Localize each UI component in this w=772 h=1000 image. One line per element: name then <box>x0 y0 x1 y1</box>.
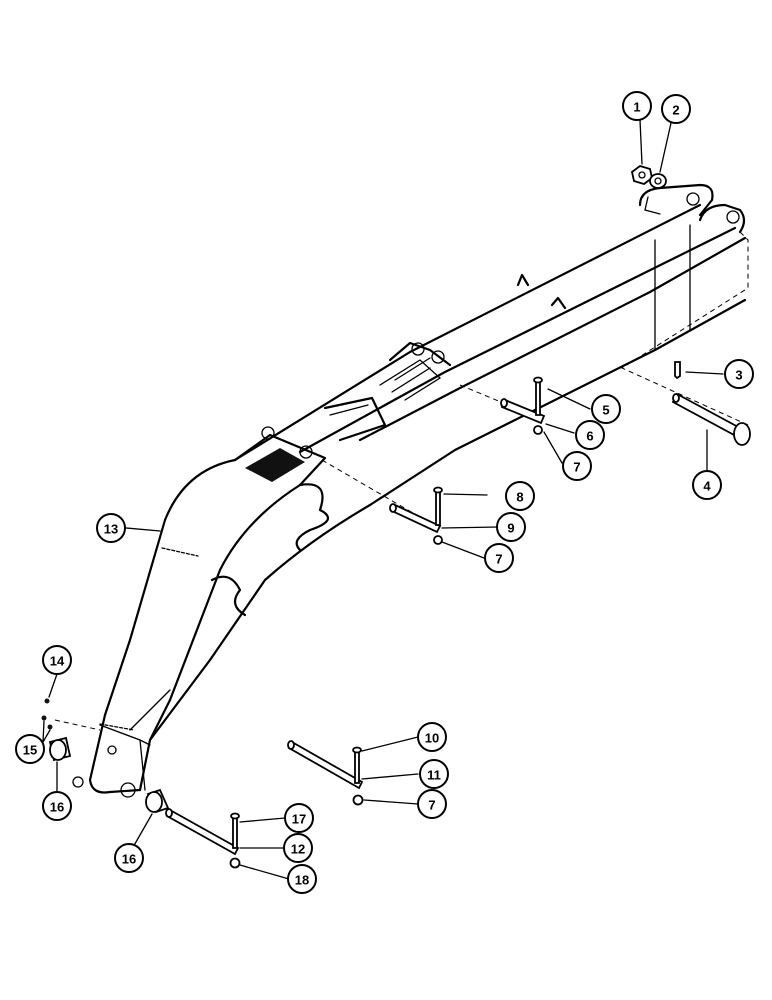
callout-label: 8 <box>516 490 523 505</box>
callout-5: 5 <box>591 394 621 424</box>
dipper-arm <box>72 183 747 798</box>
callout-3: 3 <box>724 359 754 389</box>
callout-circle <box>417 722 447 752</box>
nut-part-18 <box>229 857 241 869</box>
callout-9: 9 <box>496 512 526 542</box>
callout-circle <box>724 359 754 389</box>
callout-2: 2 <box>661 94 691 124</box>
callout-circle <box>96 513 126 543</box>
callout-label: 16 <box>122 852 136 867</box>
callout-10: 10 <box>417 722 447 752</box>
bushing-part-16b <box>145 788 170 814</box>
callout-16: 16 <box>42 791 72 821</box>
callout-circle <box>287 864 317 894</box>
callout-label: 4 <box>703 479 711 494</box>
pin-part-4 <box>671 392 751 446</box>
callout-label: 5 <box>602 403 609 418</box>
nut-part-7b <box>433 535 443 545</box>
leader-lines <box>42 119 724 880</box>
callout-circle <box>42 645 72 675</box>
callout-label: 7 <box>573 460 580 475</box>
fitting-part-14 <box>44 698 50 704</box>
callout-label: 11 <box>427 768 441 783</box>
nut-part-1 <box>630 165 654 185</box>
callout-label: 1 <box>633 100 640 115</box>
callout-label: 12 <box>291 842 305 857</box>
callout-circle <box>417 789 447 819</box>
callout-label: 7 <box>495 552 502 567</box>
callout-circle <box>283 833 313 863</box>
callout-label: 15 <box>23 743 37 758</box>
callout-circle <box>484 543 514 573</box>
callout-label: 13 <box>104 522 118 537</box>
callout-label: 2 <box>672 103 679 118</box>
callout-circle <box>505 481 535 511</box>
fitting-part-15b <box>47 724 53 730</box>
callout-label: 16 <box>50 800 64 815</box>
callout-label: 9 <box>507 521 514 536</box>
callout-circle <box>15 734 45 764</box>
callout-circle <box>575 420 605 450</box>
callout-circle <box>284 803 314 833</box>
callout-12: 12 <box>283 833 313 863</box>
callout-circle <box>496 512 526 542</box>
callout-1: 1 <box>622 91 652 121</box>
callout-label: 10 <box>425 731 439 746</box>
nut-part-6 <box>533 425 543 435</box>
pin-part-9 <box>389 486 443 534</box>
nut-part-7c <box>352 794 364 806</box>
alignment-lines <box>54 231 749 731</box>
callout-circle <box>562 451 592 481</box>
callout-label: 14 <box>50 654 65 669</box>
callout-7: 7 <box>417 789 447 819</box>
callout-11: 11 <box>419 759 449 789</box>
callout-label: 18 <box>295 873 309 888</box>
callout-13: 13 <box>96 513 126 543</box>
callout-7: 7 <box>484 543 514 573</box>
fitting-part-15a <box>41 715 47 721</box>
callout-circle <box>114 843 144 873</box>
pin-part-5 <box>500 376 546 425</box>
callout-label: 6 <box>586 429 593 444</box>
callout-4: 4 <box>692 470 722 500</box>
callout-label: 3 <box>735 368 742 383</box>
callout-17: 17 <box>284 803 314 833</box>
bushing-part-16a <box>48 736 72 762</box>
callout-circle <box>692 470 722 500</box>
parts <box>41 165 751 869</box>
callout-label: 7 <box>428 798 435 813</box>
washer-part-2 <box>649 173 667 189</box>
callout-circle <box>419 759 449 789</box>
callout-14: 14 <box>42 645 72 675</box>
bolt-part-3 <box>674 361 681 380</box>
callout-circle <box>661 94 691 124</box>
callout-circle <box>42 791 72 821</box>
callout-label: 17 <box>292 812 306 827</box>
callout-7: 7 <box>562 451 592 481</box>
pin-part-11 <box>287 740 364 790</box>
callout-16: 16 <box>114 843 144 873</box>
callout-circle <box>622 91 652 121</box>
pin-part-12 <box>165 808 240 856</box>
callout-18: 18 <box>287 864 317 894</box>
callout-circle <box>591 394 621 424</box>
callout-8: 8 <box>505 481 535 511</box>
callout-6: 6 <box>575 420 605 450</box>
callout-15: 15 <box>15 734 45 764</box>
